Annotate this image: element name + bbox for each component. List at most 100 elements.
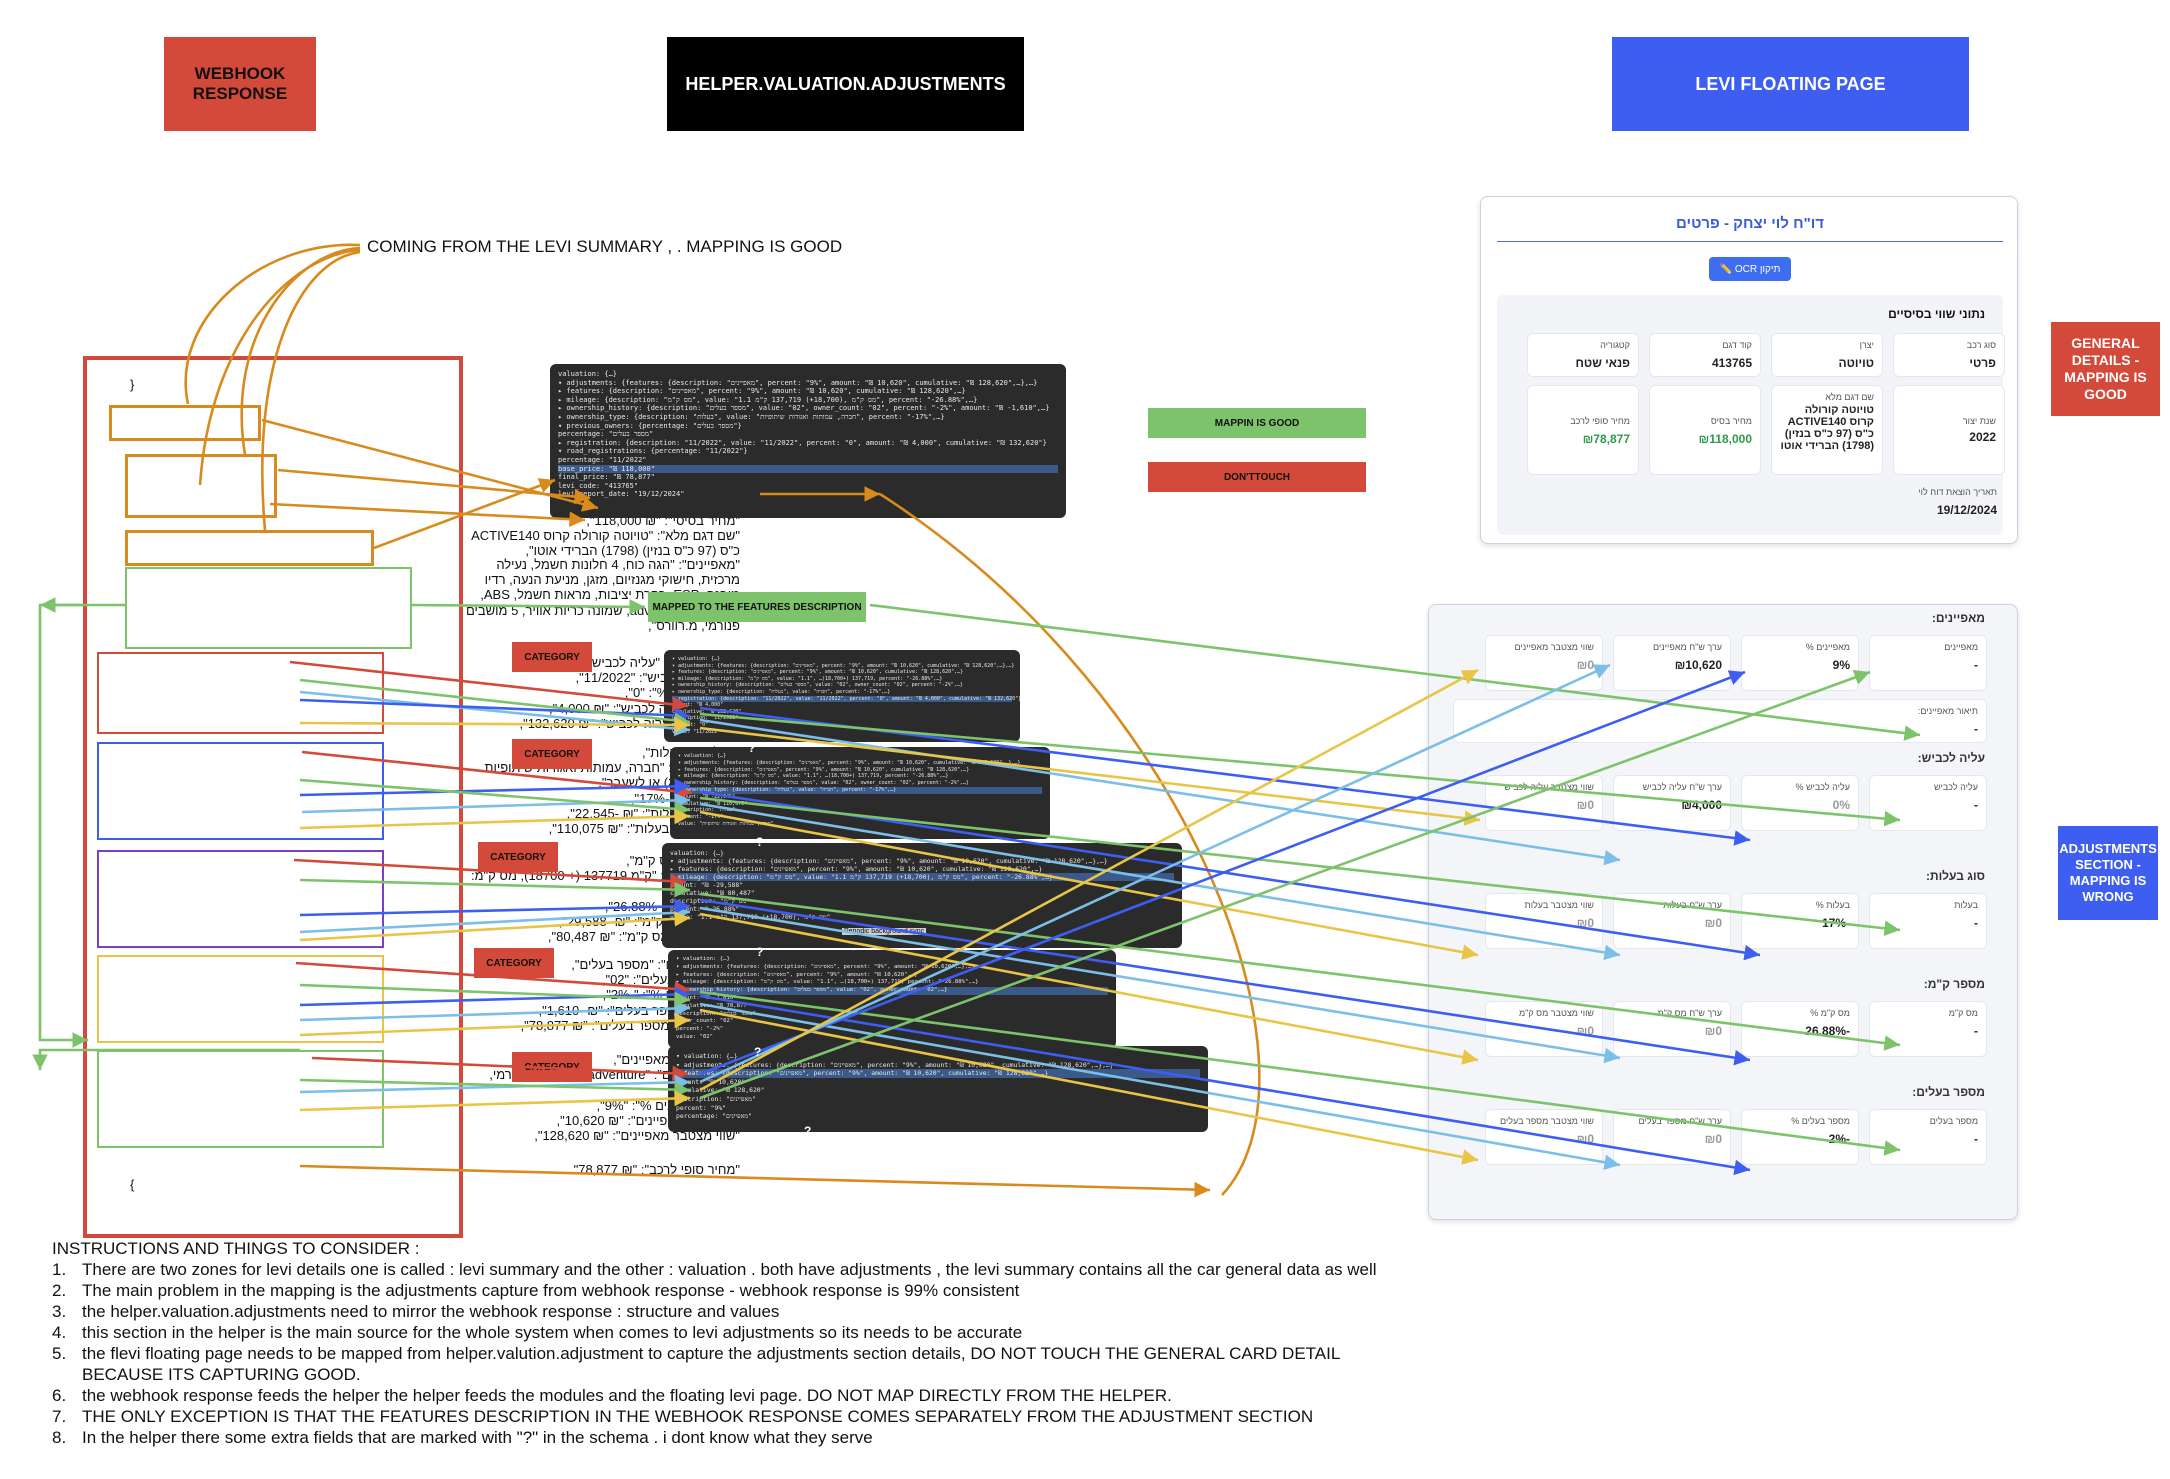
- instruction-text: There are two zones for levi details one…: [82, 1260, 1377, 1279]
- code-line: percentage: "11/2022": [558, 455, 647, 464]
- json-line: מרכזית, חישוקי מגנזיום, מזגן, מניעת הנעה…: [484, 572, 740, 588]
- code-line: ▾ adjustments: {features: {description: …: [670, 857, 1108, 865]
- code-line: ▸ mileage: {description: "מס ק"מ", value…: [678, 773, 949, 780]
- unknown-field-mark: ?: [748, 741, 756, 755]
- code-line: percent: "9%": [676, 1103, 727, 1112]
- adjustment-cell: ערך ש"ח בעלות ₪0: [1613, 893, 1731, 949]
- code-line: ▸ ownership_type: {description: "בעלות",…: [558, 412, 945, 421]
- mappin-good-tag: MAPPIN IS GOOD: [1148, 408, 1366, 438]
- adjustment-label: ערך ש"ח בעלות: [1662, 900, 1722, 910]
- code-line: ▸ ownership_history: {description: "מספר…: [678, 780, 969, 787]
- adjustment-section-title: מספר בעלים:: [1912, 1085, 1985, 1099]
- levi-detail-cell: מחיר סופי לרכב ₪78,877: [1527, 385, 1639, 475]
- json-line: "מאפיינים": "הגה כוח, 4 חלונות חשמל, נעי…: [496, 557, 740, 572]
- code-line: ▾ valuation: {…}: [678, 753, 727, 759]
- code-line: ▸ features: {description: "מאפיינים", pe…: [678, 766, 970, 773]
- instruction-text: the flevi floating page needs to be mapp…: [82, 1344, 1341, 1363]
- code-line: percentage: "מאפיינים": [676, 1112, 752, 1121]
- instruction-text: The main problem in the mapping is the a…: [82, 1281, 1020, 1300]
- levi-detail-value: ₪78,877: [1582, 432, 1630, 446]
- registration-box: [97, 652, 384, 734]
- features-description-cell: תיאור מאפיינים:-: [1453, 699, 1987, 743]
- adjustment-label: שווי מצטבר מספר בעלים: [1499, 1116, 1594, 1126]
- levi-detail-value: ₪118,000: [1698, 432, 1752, 446]
- code-line: ▾ valuation: {…}: [676, 956, 730, 962]
- adjustment-label: עליה לכביש %: [1795, 782, 1850, 792]
- periodic-sync-label: Periodic background sync: [842, 928, 927, 935]
- adjustment-section-title: עליה לכביש:: [1917, 751, 1985, 765]
- adjustment-label: מספר בעלים %: [1791, 1116, 1850, 1126]
- levi-detail-value: פנאי שטח: [1575, 356, 1630, 370]
- webhook-response-header: WEBHOOK RESPONSE: [164, 37, 316, 131]
- code-line: valuation: {…}: [558, 370, 618, 378]
- code-line: ▸ mileage: {description: "מס ק"מ", value…: [676, 979, 979, 986]
- code-line: percent: "0": [672, 721, 709, 728]
- code-line: ▸ ownership_history: {description: "מספר…: [558, 404, 1050, 413]
- adjustment-value: ₪0: [1704, 916, 1722, 930]
- code-line: ▸ ownership_type: {description: "בעלות",…: [672, 688, 891, 695]
- instruction-text: the webhook response feeds the helper th…: [82, 1386, 1172, 1405]
- adjustment-value: ₪0: [1576, 798, 1594, 812]
- unknown-field-mark: ?: [756, 945, 764, 959]
- code-line: ▸ features: {description: "מאפיינים", pe…: [676, 971, 918, 978]
- code-line: percent: "-2%": [676, 1026, 724, 1033]
- code-line: ▾ previous_owners: {percentage: "מספר בע…: [558, 421, 742, 430]
- adjustment-cell: מאפיינים-: [1869, 635, 1987, 691]
- instruction-item: 8. In the helper there some extra fields …: [52, 1427, 1377, 1448]
- adjustment-label: מס ק"מ %: [1810, 1008, 1850, 1018]
- code-line: levi_code: "413765": [558, 481, 639, 490]
- summary-box-model: [125, 530, 374, 566]
- features-description-label: תיאור מאפיינים:: [1917, 706, 1978, 716]
- instruction-number: 4.: [52, 1323, 67, 1342]
- code-line: owner_count: "02": [676, 1018, 734, 1025]
- mileage-box: [97, 850, 384, 948]
- code-line: value: "11/2022": [672, 728, 721, 735]
- coming-from-summary-note: COMING FROM THE LEVI SUMMARY , . MAPPING…: [367, 237, 843, 256]
- adjustment-value: -: [1974, 1024, 1978, 1038]
- json-close-brace: }: [130, 1177, 135, 1192]
- code-line: ▸ ownership_history: {description: "מספר…: [672, 682, 963, 689]
- ocr-fix-button[interactable]: תיקון OCR ✏️: [1709, 257, 1791, 281]
- unknown-field-mark: ?: [756, 835, 764, 849]
- adjustment-label: בעלות %: [1815, 900, 1850, 910]
- code-line: ▾ adjustments: {features: {description: …: [558, 378, 1038, 387]
- summary-box-category: [125, 454, 277, 518]
- levi-detail-label: שם דגם מלא: [1825, 392, 1874, 402]
- code-line: cumulative: "₪ 110,075": [678, 800, 748, 807]
- code-line: description: "מאפיינים": [676, 1094, 756, 1103]
- category-tag-owners: CATEGORY: [474, 948, 554, 978]
- json-line: "שם דגם מלא": "טויוטה קורולה קרוס ACTIVE…: [471, 527, 740, 543]
- adjustment-label: שווי מצטבר בעלות: [1524, 900, 1594, 910]
- instruction-number: 5.: [52, 1344, 67, 1363]
- code-line: cumulative: "₪ 80,487": [670, 889, 755, 897]
- code-line: percent: "-17%": [678, 814, 724, 821]
- code-line: levi_report_date: "19/12/2024": [558, 490, 685, 499]
- levi-detail-label: מחיר סופי לרכב: [1570, 416, 1630, 426]
- code-line: ▾ adjustments: {features: {description: …: [672, 662, 1015, 669]
- instruction-number: 8.: [52, 1428, 67, 1447]
- code-line: value: "02": [676, 1033, 714, 1040]
- code-line: valuation: {…}: [670, 849, 724, 857]
- adjustment-cell: שווי מצטבר מאפיינים₪0: [1485, 635, 1603, 691]
- instruction-item: 6.the webhook response feeds the helper …: [52, 1385, 1377, 1406]
- instruction-text: In the helper there some extra fields th…: [82, 1428, 873, 1447]
- code-line: ▸ features: {description: "מאפיינים", pe…: [558, 387, 966, 396]
- adjustment-cell: ערך ש"ח מאפיינים₪10,620: [1613, 635, 1731, 691]
- levi-detail-label: קטגוריה: [1600, 340, 1630, 350]
- code-line: description: "11/2022": [672, 715, 739, 722]
- levi-detail-value: טויוטה: [1838, 356, 1874, 370]
- unknown-field-mark: ?: [754, 1045, 762, 1059]
- mapped-features-tag: MAPPED TO THE FEATURES DESCRIPTION: [648, 592, 866, 622]
- adjustment-label: מאפיינים: [1944, 642, 1978, 652]
- helper-code-features: ▾ valuation: {…} ▾ adjustments: {feature…: [668, 1046, 1208, 1132]
- instruction-item: 2.The main problem in the mapping is the…: [52, 1280, 1377, 1301]
- levi-detail-label: סוג רכב: [1966, 340, 1996, 350]
- code-line: ▾ mileage: {description: "מס ק"מ", value…: [670, 873, 1174, 881]
- instruction-text: BECAUSE ITS CAPTURING GOOD.: [82, 1365, 361, 1384]
- adjustment-value: -: [1974, 798, 1978, 812]
- instruction-text: this section in the helper is the main s…: [82, 1323, 1023, 1342]
- general-details-tag: GENERAL DETAILS - MAPPING IS GOOD: [2051, 322, 2160, 416]
